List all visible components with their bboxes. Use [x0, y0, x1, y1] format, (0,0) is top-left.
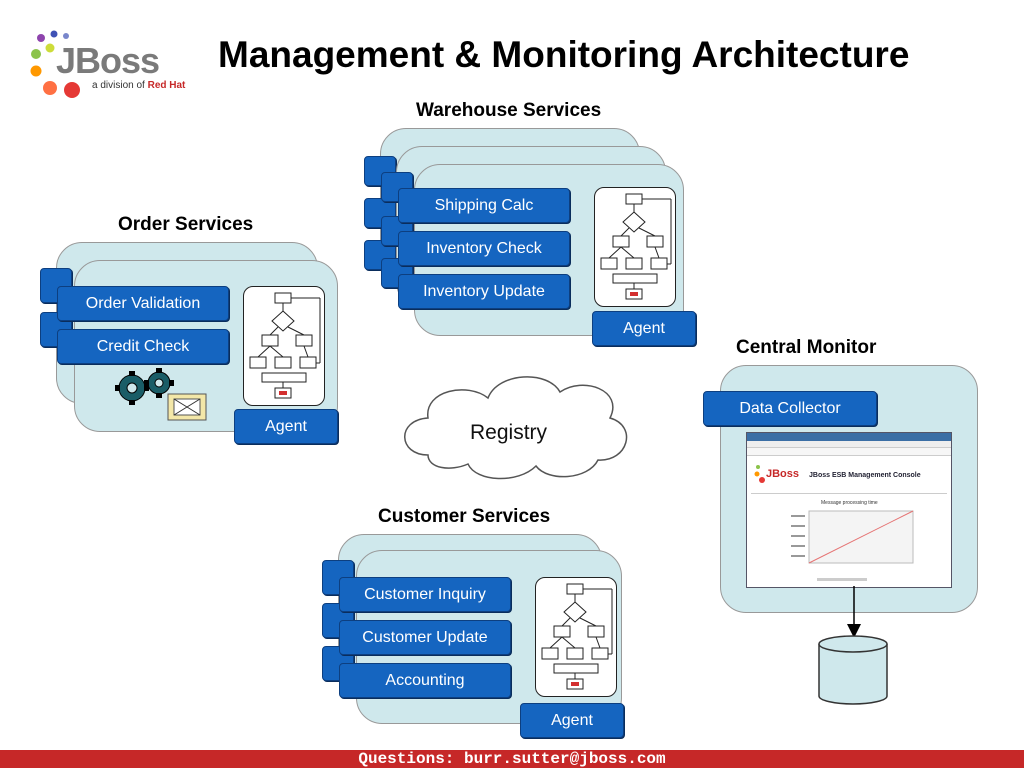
customer-group-title: Customer Services: [378, 506, 551, 527]
warehouse-process-flow: [594, 187, 676, 307]
customer-service-customer-update[interactable]: Customer Update: [339, 620, 511, 655]
process-flow-icon: [600, 193, 672, 300]
customer-service-accounting[interactable]: Accounting: [339, 663, 511, 698]
page-title: Management & Monitoring Architecture: [218, 34, 910, 75]
warehouse-service-inventory-update[interactable]: Inventory Update: [398, 274, 570, 309]
process-flow-icon: [541, 583, 613, 690]
customer-agent-button[interactable]: Agent: [520, 703, 624, 738]
footer-bar: Questions: burr.sutter@jboss.com: [0, 750, 1024, 768]
logo-brand: JBoss: [56, 40, 160, 81]
transform-icon: [167, 393, 207, 421]
console-titlebar: [747, 433, 951, 441]
order-group-title: Order Services: [118, 214, 254, 235]
warehouse-group-title: Warehouse Services: [416, 100, 602, 121]
console-divider: [751, 493, 947, 494]
data-collector-button[interactable]: Data Collector: [703, 391, 877, 426]
order-process-flow: [243, 286, 325, 406]
console-toolbar: [747, 448, 951, 456]
jboss-logo: JBoss a division of Red Hat: [28, 26, 198, 100]
console-chart-icon: [791, 510, 914, 564]
arrow-down-icon: [847, 586, 861, 638]
customer-process-flow: [535, 577, 617, 697]
logo-subtitle: a division of Red Hat: [92, 80, 185, 91]
registry-label: Registry: [470, 421, 548, 444]
logo-subtitle-brand: Red Hat: [147, 80, 186, 91]
console-menubar: [747, 441, 951, 448]
console-scrollbar: [817, 578, 867, 581]
order-service-credit-check[interactable]: Credit Check: [57, 329, 229, 364]
database-cylinder-icon: [818, 635, 888, 705]
order-service-order-validation[interactable]: Order Validation: [57, 286, 229, 321]
svg-text:JBoss: JBoss: [766, 468, 799, 480]
gears-icon: [115, 368, 174, 405]
process-flow-icon: [249, 292, 321, 399]
order-agent-button[interactable]: Agent: [234, 409, 338, 444]
customer-service-customer-inquiry[interactable]: Customer Inquiry: [339, 577, 511, 612]
warehouse-service-inventory-check[interactable]: Inventory Check: [398, 231, 570, 266]
footer-contact: Questions: burr.sutter@jboss.com: [358, 750, 666, 768]
logo-dots-icon: [30, 30, 80, 98]
console-logo-icon: JBoss: [754, 465, 799, 483]
console-chart-title: Message processing time: [821, 500, 878, 506]
console-title: JBoss ESB Management Console: [809, 472, 921, 479]
management-console-screenshot: JBoss JBoss ESB Management Console Messa…: [746, 432, 952, 588]
logo-subtitle-prefix: a division of: [92, 80, 148, 91]
central-group-title: Central Monitor: [736, 337, 877, 358]
registry-cloud-icon: [404, 376, 628, 480]
warehouse-service-shipping-calc[interactable]: Shipping Calc: [398, 188, 570, 223]
warehouse-agent-button[interactable]: Agent: [592, 311, 696, 346]
